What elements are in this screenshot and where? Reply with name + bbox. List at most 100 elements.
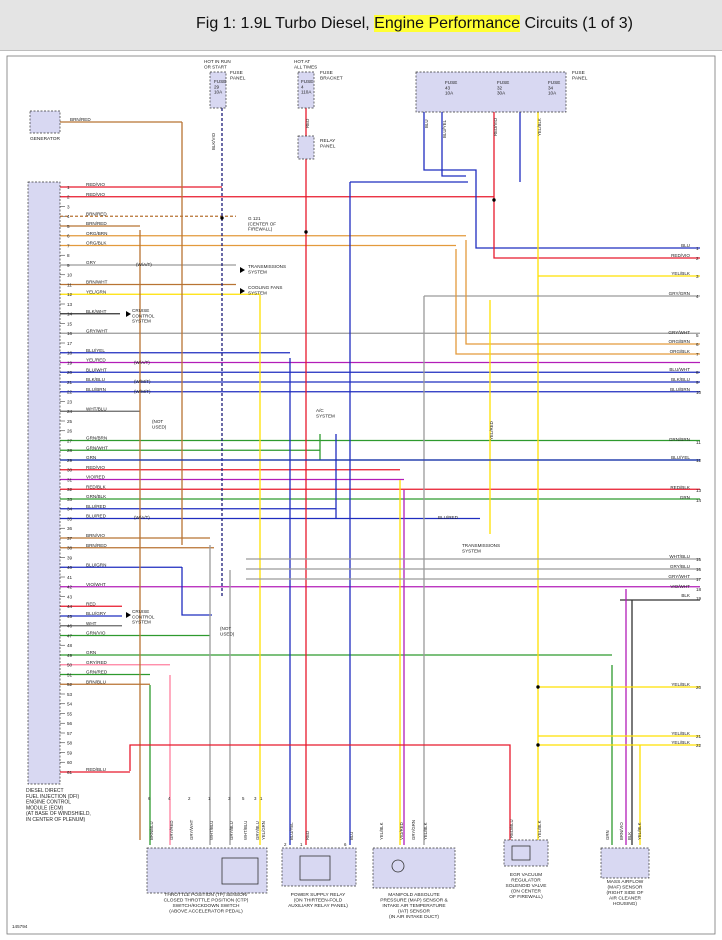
right-wire-label: ORG/BLK [670,349,691,354]
ecm-pin-wire-label: GRY [86,260,96,265]
figure-title: Fig 1: 1.9L Turbo Diesel, Engine Perform… [196,15,633,33]
ecm-pin-number: 32 [67,487,73,492]
egr-coil-symbol [511,845,531,861]
ecm-pin-number: 34 [67,507,73,512]
ecm-pin-wire-label: GRY/WHT [86,328,108,333]
right-pin-number: 8 [696,370,699,375]
junction-dot [304,230,308,234]
right-pin-number: 7 [696,352,699,357]
ecm-pin-number: 14 [67,312,73,317]
ecm-pin-wire-label: BLU/YEL [86,348,105,353]
ecm-pin-number: 16 [67,331,73,336]
ecm-pin-number: 11 [67,282,72,287]
ecm-pin-number: 2 [67,195,70,200]
ecm-pin-number: 46 [67,624,73,629]
right-wire-label: GRY/GRN [669,291,690,296]
map-wire-label: GRY/GRN [411,820,416,840]
ecm-pin-number: 19 [67,360,73,365]
junction-dot [536,743,540,747]
tps-pin-number: 3 [228,796,231,801]
ecm-pin-number: 48 [67,643,73,648]
ecm-pin-number: 50 [67,663,73,668]
wire-fuse43-bluyel [441,108,466,177]
tps-wire-label: YEL/GRN [261,821,266,840]
wire-layer [60,108,700,845]
right-pin-number: 5 [696,333,699,338]
maf-wire-label: YEL/BLK [637,822,642,840]
ecm-pin-number: 43 [67,594,73,599]
figure-header: Fig 1: 1.9L Turbo Diesel, Engine Perform… [0,0,722,51]
tps-wire-label: GRY/BLU [255,821,260,840]
tps-pin-number: 1 [260,796,263,801]
right-pin-number: 17 [696,577,702,582]
ecm-pin-wire-label: BLU/WHT [86,367,107,372]
ecm-pin-number: 45 [67,614,73,619]
right-pin-number: 15 [696,557,702,562]
ecm-pin-number: 15 [67,321,73,326]
right-wire-label: GRN/BRN [669,437,690,442]
junction-dot [492,198,496,202]
ecm-pin-number: 33 [67,497,73,502]
ecm-pin-number: 49 [67,653,73,658]
tps-pin-number: 5 [242,796,245,801]
ecm-pin-number: 20 [67,370,73,375]
right-pin-number: 14 [696,498,702,503]
ecm-pin-number: 54 [67,702,73,707]
ecm-pin-wire-label: GRN/RED [86,670,108,675]
junction-dot [536,685,540,689]
wa-t-label-2: (W/A/T) [134,360,150,365]
tps-pin-number: 1 [208,796,211,801]
tps-wire-label: WHT/BLU [243,821,248,840]
ecm-pin-wire-label: RED/VIO [86,192,105,197]
ecm-pin-number: 52 [67,682,73,687]
ecm-pin-wire-label: BRN/WHT [86,280,108,285]
ecm-pin-number: 44 [67,604,73,609]
ecm-pin-number: 13 [67,302,73,307]
right-pin-number: 1 [696,246,699,251]
tps-wire-label: GRY/RED [169,821,174,841]
ecm-pin-number: 57 [67,731,73,736]
ecm-pin-number: 1 [67,185,70,190]
ecm-pin-number: 24 [67,409,73,414]
ecm-pin-number: 9 [67,263,70,268]
relay-wire-label: BLU [349,832,354,840]
ecm-pin-wire-label: GRN [86,455,96,460]
right-pin-number: 21 [696,734,702,739]
ecm-pin-wire-label: BRN/RED [86,221,107,226]
ecm-pin-number: 6 [67,234,70,239]
arrow-2 [126,311,131,317]
wire-label-blu-yel: BLU/YEL [442,119,447,138]
wire-label-red: RED [305,119,310,128]
ecm-pin-wire-label: ORG/BLK [86,241,107,246]
right-wire-label: BLU/YEL [671,455,690,460]
junction-dot [220,216,224,220]
right-wire-label: RED/BLK [670,485,691,490]
wire-label-yel-blk: YEL/BLK [537,118,542,136]
right-wire-label: RED/VIO [671,253,690,258]
relay-pin-number: 1 [300,842,303,847]
ecm-pin-number: 25 [67,419,73,424]
right-wire-label: YEL/BLK [671,731,691,736]
ecm-pin-number: 23 [67,399,73,404]
right-wire-label: GRN [680,495,690,500]
title-suffix: Circuits (1 of 3) [520,15,633,32]
wire-label-blu: BLU [424,119,429,128]
tps-wire-label: GRY/WHT [189,819,194,840]
ecm-pin-number: 3 [67,204,70,209]
wire-label-yel-red: YEL/RED [489,421,494,440]
ecm-pin-wire-label: BRN/RED [86,543,107,548]
ecm-pin-number: 31 [67,477,73,482]
ecm-box [27,181,61,785]
egr-valve-box [503,839,549,867]
relay-coil-symbol [299,855,331,881]
